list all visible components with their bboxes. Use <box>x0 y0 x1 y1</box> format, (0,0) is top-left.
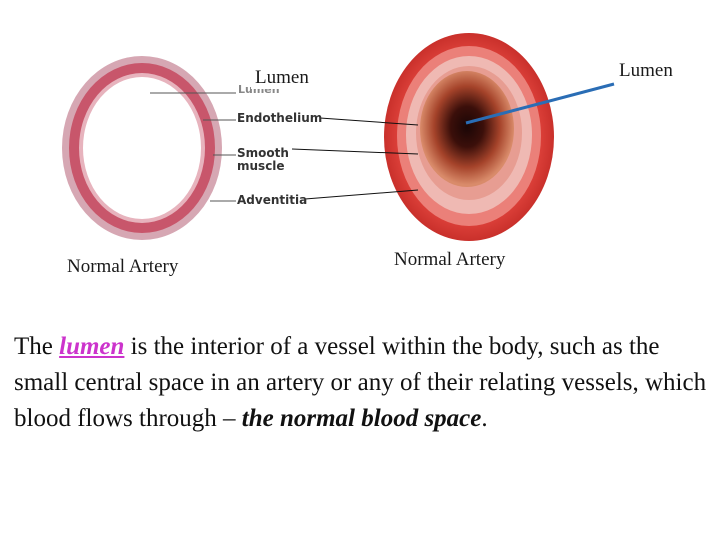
lumen-description: The lumen is the interior of a vessel wi… <box>14 329 714 437</box>
right-artery-cross-section <box>384 33 554 241</box>
smooth-muscle-label: Smooth muscle <box>237 146 289 173</box>
endothelium-to-right-leader <box>319 117 419 126</box>
right-lumen-label: Lumen <box>619 60 673 81</box>
adventitia-label: Adventitia <box>237 193 308 207</box>
endothelium-label: Endothelium <box>237 111 323 125</box>
right-lumen <box>420 71 514 187</box>
left-lumen <box>83 77 201 219</box>
description-body: is the interior of a vessel within the b… <box>14 333 707 432</box>
normal-blood-space-emphasis: the normal blood space <box>241 405 482 432</box>
right-artery-caption: Normal Artery <box>394 249 506 270</box>
smooth-muscle-to-right-leader <box>291 148 419 155</box>
artery-diagram <box>62 33 615 241</box>
left-artery-cross-section <box>62 56 222 240</box>
left-artery-caption: Normal Artery <box>67 256 179 277</box>
left-lumen-label: Lumen <box>251 67 313 89</box>
description-lead: The <box>14 333 60 360</box>
right-lumen-pointer <box>465 82 615 125</box>
adventitia-to-right-leader <box>304 189 419 200</box>
description-end: . <box>481 405 488 432</box>
lumen-term: lumen <box>59 333 125 360</box>
